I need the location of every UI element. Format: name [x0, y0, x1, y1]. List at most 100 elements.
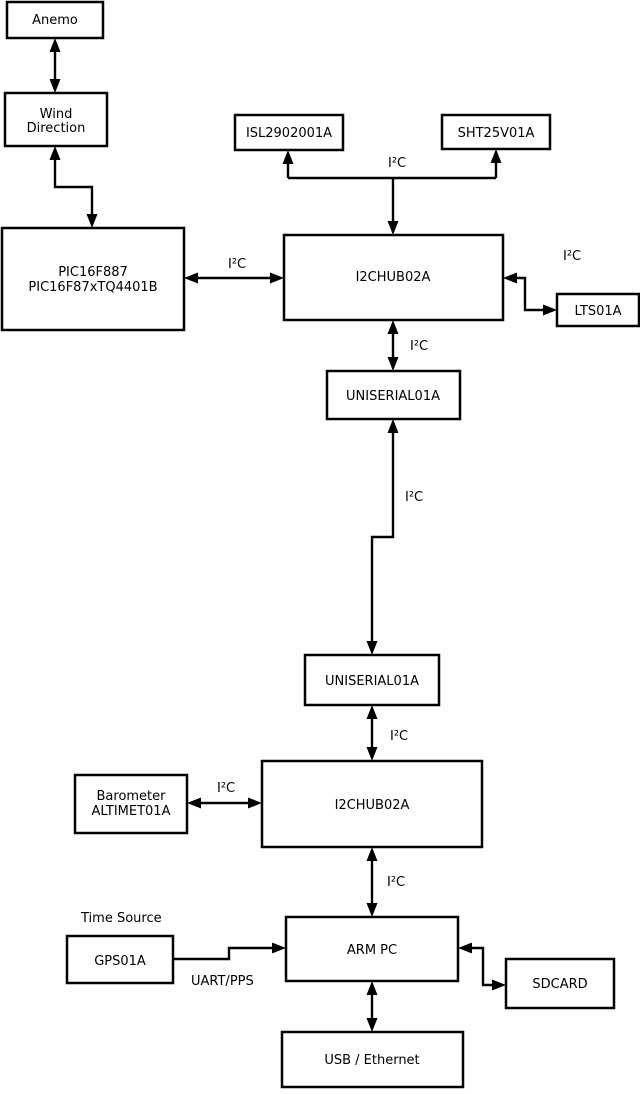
node-uniserial01a-bottom-box	[303, 653, 441, 707]
arrowhead-up	[387, 419, 399, 433]
edge-uniserial-bottom-i2chub-bottom	[366, 705, 378, 761]
arrowhead-down	[366, 641, 378, 655]
edge-wind-direction-pic	[49, 146, 98, 228]
edge-arm-pc-sdcard	[458, 942, 506, 991]
connector-line	[370, 431, 395, 643]
arrowhead-down	[366, 747, 378, 761]
node-lts01a-box	[555, 292, 640, 328]
arrowhead-up	[366, 847, 378, 861]
node-gps01a: GPS01A	[65, 934, 175, 985]
edge-label-i2c-lts: I²C	[563, 249, 581, 264]
node-sdcard: SDCARD	[504, 957, 616, 1010]
arrowhead-up	[366, 705, 378, 719]
edge-label-i2c-serial-link: I²C	[405, 490, 423, 505]
node-barometer-label-line1: Barometer	[97, 789, 167, 804]
edge-label-i2c-serial-hub2: I²C	[390, 729, 408, 744]
arrowhead-right	[270, 272, 284, 284]
edge-barometer-i2chub-bottom	[187, 797, 262, 809]
node-isl2902001a-box	[233, 113, 345, 152]
arrowhead-down	[366, 1018, 378, 1032]
edge-i2chub-top-uniserial-top	[387, 320, 399, 371]
arrowhead-right	[492, 979, 506, 991]
node-wind-direction-label-line1: Wind	[40, 107, 73, 122]
node-wind-direction: Wind Direction	[3, 91, 109, 148]
edge-i2chub-top-isl-sht-tee	[282, 149, 502, 235]
node-wind-direction-box	[3, 91, 109, 148]
label-time-source: Time Source	[80, 911, 162, 926]
node-pic16f887: PIC16F887 PIC16F87xTQ4401B	[0, 226, 186, 332]
node-i2chub02a-bottom: I2CHUB02A	[260, 759, 484, 849]
node-isl2902001a-label: ISL2902001A	[246, 126, 332, 141]
node-wind-direction-label-line2: Direction	[27, 121, 86, 136]
node-arm-pc: ARM PC	[284, 915, 460, 983]
node-lts01a: LTS01A	[555, 292, 640, 328]
node-gps01a-box	[65, 934, 175, 985]
arrowhead-down	[387, 221, 399, 235]
node-i2chub02a-bottom-box	[260, 759, 484, 849]
connector-line	[173, 946, 274, 961]
edge-label-i2c-barometer: I²C	[217, 781, 235, 796]
node-usb-ethernet-label: USB / Ethernet	[324, 1053, 419, 1068]
node-i2chub02a-top-label: I2CHUB02A	[356, 270, 431, 285]
node-sdcard-label: SDCARD	[532, 977, 587, 992]
arrowhead-up	[49, 38, 61, 52]
edge-i2chub-top-lts	[503, 272, 557, 316]
node-i2chub02a-bottom-label: I2CHUB02A	[335, 798, 410, 813]
node-sht25v01a-box	[440, 113, 552, 151]
node-uniserial01a-top-label: UNISERIAL01A	[346, 389, 440, 404]
node-anemo-box	[5, 0, 105, 40]
node-arm-pc-box	[284, 915, 460, 983]
arrowhead-right	[248, 797, 262, 809]
node-sdcard-box	[504, 957, 616, 1010]
arrowhead-left	[184, 272, 198, 284]
node-usb-ethernet: USB / Ethernet	[280, 1030, 465, 1089]
node-uniserial01a-bottom: UNISERIAL01A	[303, 653, 441, 707]
edge-label-i2c-pic: I²C	[228, 257, 246, 272]
connector-line	[515, 276, 545, 312]
node-anemo-label: Anemo	[32, 13, 78, 28]
node-sht25v01a-label: SHT25V01A	[458, 126, 535, 141]
node-sht25v01a: SHT25V01A	[440, 113, 552, 151]
arrowhead-up	[490, 149, 502, 163]
node-barometer-box	[73, 773, 189, 835]
arrowhead-left	[458, 942, 472, 954]
node-isl2902001a: ISL2902001A	[233, 113, 345, 152]
node-gps01a-label: GPS01A	[94, 954, 146, 969]
arrowhead-right	[543, 304, 557, 316]
edge-label-i2c-sensors: I²C	[388, 156, 406, 171]
node-usb-ethernet-box	[280, 1030, 465, 1089]
arrowhead-left	[187, 797, 201, 809]
node-pic16f887-label-line2: PIC16F87xTQ4401B	[28, 280, 157, 295]
edge-uniserial-top-uniserial-bottom	[366, 419, 399, 655]
node-uniserial01a-top: UNISERIAL01A	[325, 369, 462, 421]
arrowhead-up	[49, 146, 61, 160]
node-pic16f887-box	[0, 226, 186, 332]
edge-anemo-wind-direction	[49, 38, 61, 93]
arrowhead-down	[387, 357, 399, 371]
edge-label-uart-pps: UART/PPS	[191, 974, 254, 989]
node-uniserial01a-top-box	[325, 369, 462, 421]
node-lts01a-label: LTS01A	[574, 304, 621, 319]
edge-gps-arm-pc	[173, 942, 286, 961]
edge-pic-i2chub-top	[184, 272, 284, 284]
edge-label-i2c-hub-serial: I²C	[410, 339, 428, 354]
arrowhead-down	[49, 79, 61, 93]
node-barometer-label-line2: ALTIMET01A	[92, 804, 171, 819]
arrowhead-down	[366, 903, 378, 917]
edge-arm-pc-usb-ethernet	[366, 981, 378, 1032]
node-uniserial01a-bottom-label: UNISERIAL01A	[325, 674, 419, 689]
arrowhead-left	[503, 272, 517, 284]
node-arm-pc-label: ARM PC	[347, 943, 397, 958]
arrowhead-up	[387, 320, 399, 334]
node-i2chub02a-top-box	[282, 233, 505, 322]
arrowhead-up	[282, 150, 294, 164]
edge-label-i2c-hub2-arm: I²C	[387, 875, 405, 890]
node-anemo: Anemo	[5, 0, 105, 40]
edge-i2chub-bottom-arm-pc	[366, 847, 378, 917]
arrowhead-up	[366, 981, 378, 995]
node-pic16f887-label-line1: PIC16F887	[58, 265, 128, 280]
node-barometer-altimet01a: Barometer ALTIMET01A	[73, 773, 189, 835]
connector-line	[470, 946, 494, 987]
